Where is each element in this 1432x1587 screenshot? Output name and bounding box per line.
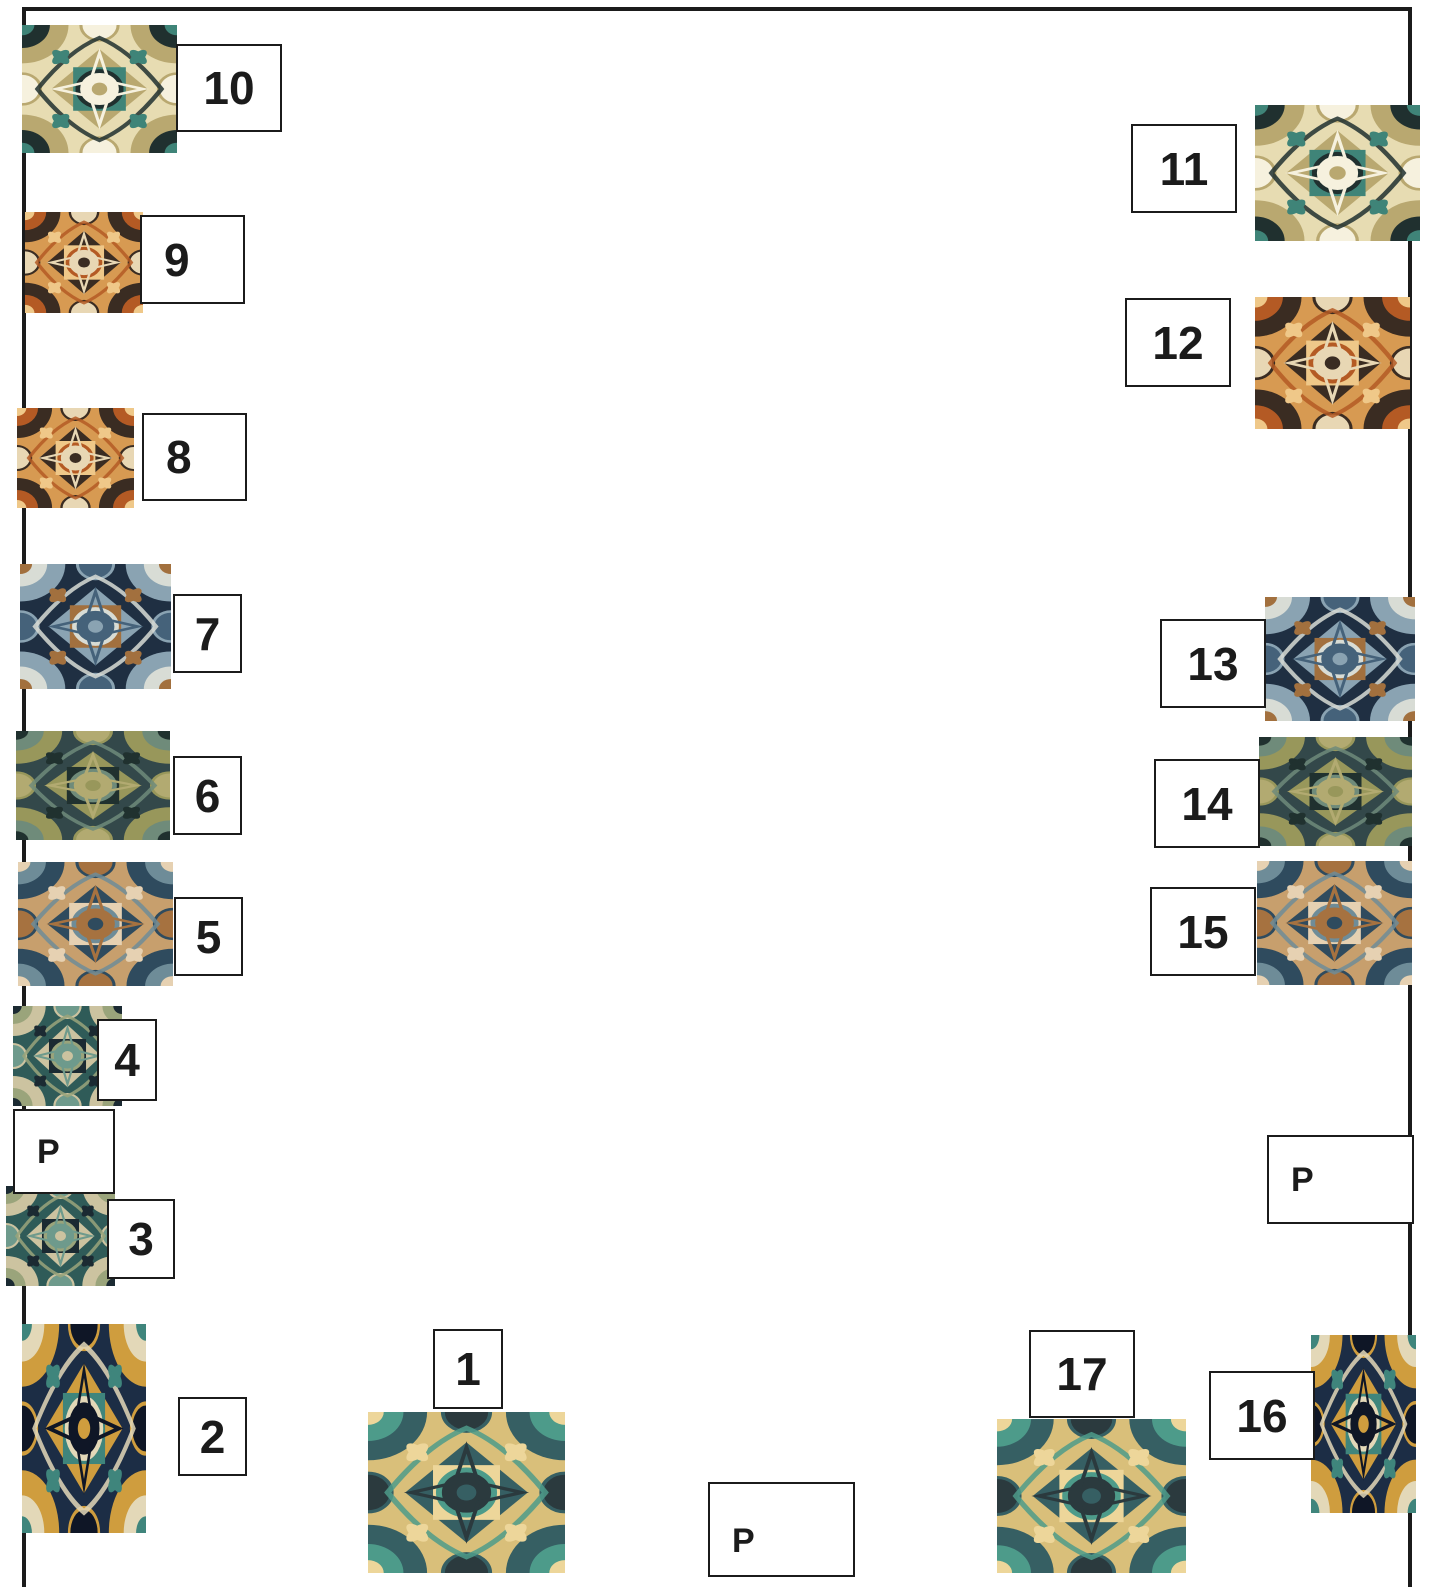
label-8: 8: [142, 413, 247, 501]
tile-pattern: [1259, 737, 1412, 846]
tile-17: [997, 1419, 1186, 1573]
tile-pattern: [22, 25, 177, 153]
tile-pattern: [997, 1419, 1186, 1573]
label-5: 5: [174, 897, 243, 976]
tile-11: [1255, 105, 1420, 241]
tile-pattern: [17, 408, 134, 508]
tile-pattern: [16, 731, 170, 840]
tile-6: [16, 731, 170, 840]
label-12: 12: [1125, 298, 1231, 387]
label-10: 10: [176, 44, 282, 132]
tile-3: [6, 1186, 115, 1286]
tile-pattern: [1265, 597, 1415, 721]
tile-pattern: [1255, 297, 1410, 429]
label-17: 17: [1029, 1330, 1135, 1418]
tile-pattern: [6, 1186, 115, 1286]
tile-10: [22, 25, 177, 153]
tile-2: [22, 1324, 146, 1533]
tile-9: [25, 212, 143, 313]
tile-12: [1255, 297, 1410, 429]
pillar-label-left: P: [13, 1109, 115, 1194]
tile-pattern: [368, 1412, 565, 1573]
tile-pattern: [1257, 861, 1412, 985]
tile-14: [1259, 737, 1412, 846]
tile-16: [1311, 1335, 1416, 1513]
label-4: 4: [97, 1019, 157, 1101]
tile-pattern: [22, 1324, 146, 1533]
label-1: 1: [433, 1329, 503, 1409]
tile-5: [18, 862, 173, 986]
pillar-label-bottom: P: [708, 1482, 855, 1577]
label-16: 16: [1209, 1371, 1315, 1460]
tile-7: [20, 564, 171, 689]
label-7: 7: [173, 594, 242, 673]
label-2: 2: [178, 1397, 247, 1476]
label-11: 11: [1131, 124, 1237, 213]
tile-1: [368, 1412, 565, 1573]
tile-pattern: [18, 862, 173, 986]
tile-pattern: [25, 212, 143, 313]
label-6: 6: [173, 756, 242, 835]
tile-pattern: [20, 564, 171, 689]
label-13: 13: [1160, 619, 1266, 708]
label-15: 15: [1150, 887, 1256, 976]
label-9: 9: [140, 215, 245, 304]
label-3: 3: [107, 1199, 175, 1279]
tile-pattern: [1255, 105, 1420, 241]
tile-13: [1265, 597, 1415, 721]
tile-8: [17, 408, 134, 508]
pillar-label-right: P: [1267, 1135, 1414, 1224]
tile-pattern: [1311, 1335, 1416, 1513]
tile-15: [1257, 861, 1412, 985]
label-14: 14: [1154, 759, 1260, 848]
